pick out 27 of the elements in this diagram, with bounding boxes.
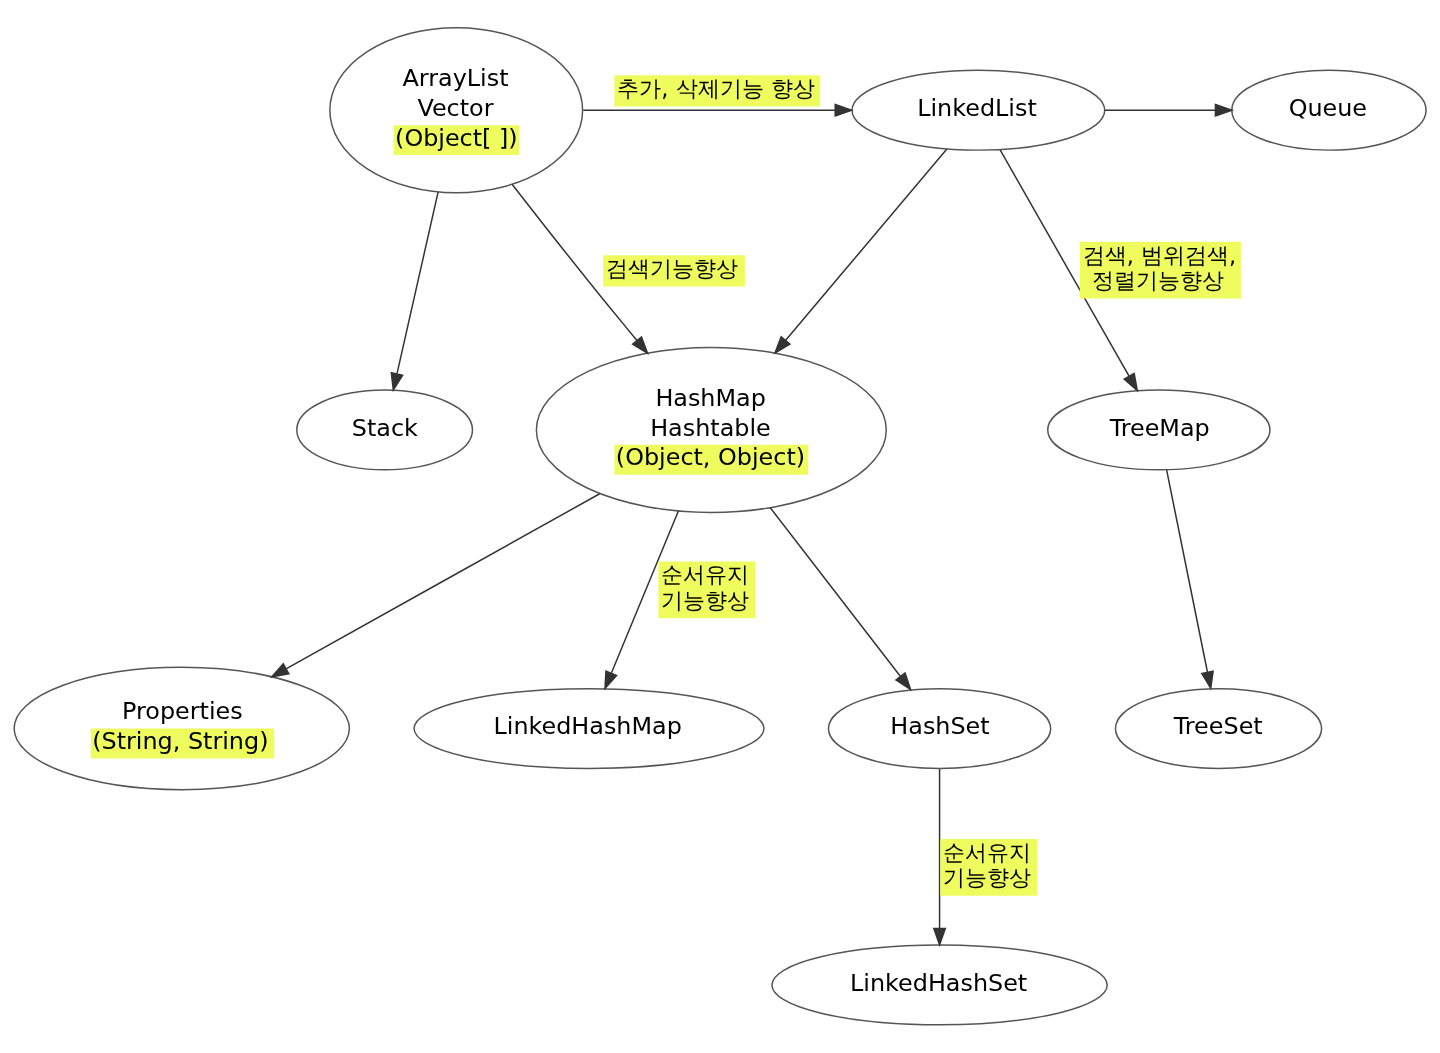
- node-ellipse: ArrayList Vector (Object[ ]): [329, 27, 584, 194]
- edge-label: 추가, 삭제기능 향상: [617, 75, 815, 102]
- node-ellipse: Properties (String, String): [13, 666, 351, 791]
- node-ellipse: LinkedHashMap: [413, 687, 765, 770]
- arrow: [269, 493, 601, 678]
- node-ellipse: TreeMap: [1047, 389, 1271, 471]
- arrow: [582, 103, 854, 118]
- node-ellipse: LinkedList: [851, 69, 1106, 151]
- node-ellipse: TreeSet: [1114, 687, 1323, 770]
- arrow: [769, 506, 912, 692]
- arrow: [1104, 103, 1235, 118]
- arrow: [1165, 469, 1214, 691]
- edge-label: 순서유지 기능향상: [661, 561, 750, 613]
- node-ellipse: HashSet: [827, 687, 1052, 770]
- arrow: [773, 148, 948, 355]
- edge-label: 검색, 범위검색, 정렬기능향상: [1082, 241, 1237, 293]
- node-ellipse: Queue: [1231, 69, 1427, 151]
- edge-label: 순서유지 기능향상: [943, 838, 1032, 891]
- arrow: [932, 768, 947, 948]
- edge-label: 검색기능향상: [606, 255, 739, 282]
- arrow: [511, 183, 649, 355]
- arrow: [604, 510, 680, 691]
- arrow: [390, 191, 439, 393]
- arrow: [999, 149, 1139, 393]
- node-ellipse: Stack: [296, 389, 474, 471]
- node-ellipse: HashMap Hashtable (Object, Object): [535, 346, 887, 514]
- node-ellipse: LinkedHashSet: [771, 944, 1108, 1026]
